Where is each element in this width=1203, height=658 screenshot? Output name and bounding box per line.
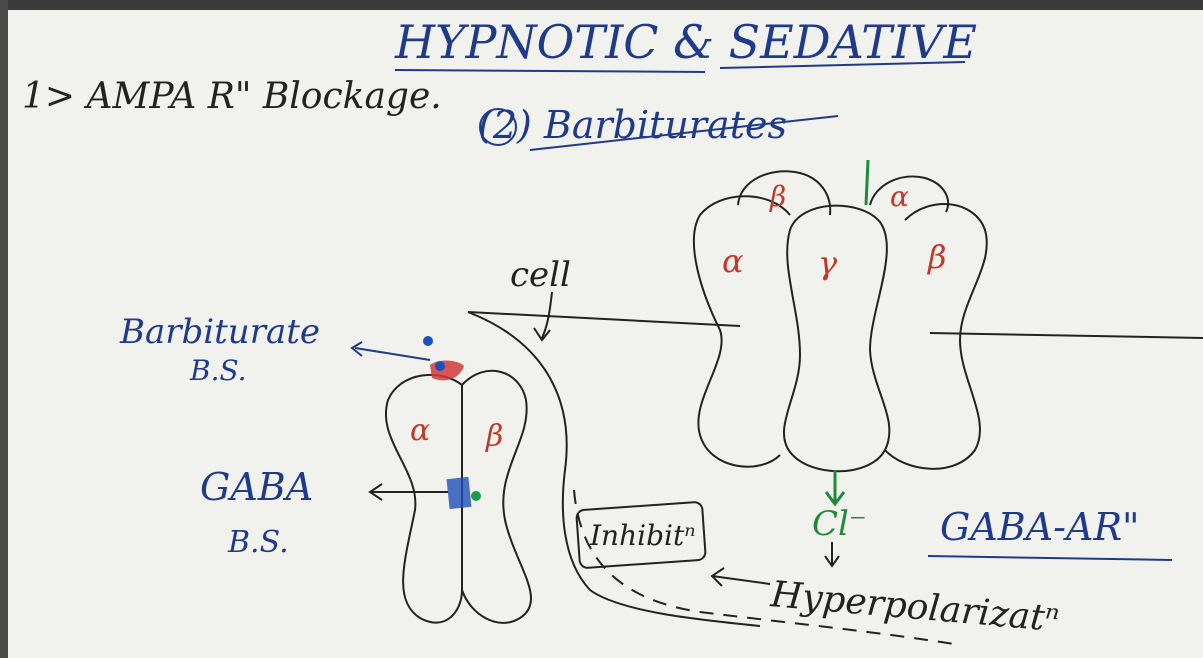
point-1-ampa-blockage: 1> AMPA R" Blockage. bbox=[22, 76, 442, 117]
gaba-label: GABA bbox=[200, 465, 313, 509]
gaba-molecule-dot bbox=[471, 491, 481, 501]
receptor-beta-top-label: β bbox=[769, 180, 786, 213]
gaba-ar-label: GABA-AR" bbox=[940, 505, 1140, 549]
cell-label: cell bbox=[510, 255, 571, 295]
receptor-beta-right-label: β bbox=[927, 238, 947, 276]
barbiturate-bound-dot bbox=[435, 361, 445, 371]
board-top-edge bbox=[0, 0, 1203, 10]
barbiturate-molecule-dot bbox=[423, 336, 433, 346]
receptor-alpha-top-label: α bbox=[890, 180, 909, 213]
title: HYPNOTIC & SEDATIVE bbox=[394, 15, 977, 69]
point-2-barbiturates: (2) Barbiturates bbox=[478, 103, 787, 147]
green-entry-line bbox=[866, 160, 868, 205]
inhibition-label: Inhibitⁿ bbox=[589, 519, 696, 552]
receptor-gamma-label: γ bbox=[818, 244, 838, 282]
gaba-bs-label: B.S. bbox=[227, 525, 289, 560]
left-alpha-label: α bbox=[410, 413, 430, 448]
barbiturate-bs-label: B.S. bbox=[189, 354, 247, 387]
board-left-edge bbox=[0, 0, 8, 658]
barbiturate-label: Barbiturate bbox=[119, 312, 320, 352]
left-beta-label: β bbox=[485, 419, 503, 454]
gaba-binding-site-marker bbox=[446, 477, 471, 509]
chloride-ion-label: Cl⁻ bbox=[812, 504, 867, 544]
receptor-alpha-left-label: α bbox=[722, 242, 744, 280]
